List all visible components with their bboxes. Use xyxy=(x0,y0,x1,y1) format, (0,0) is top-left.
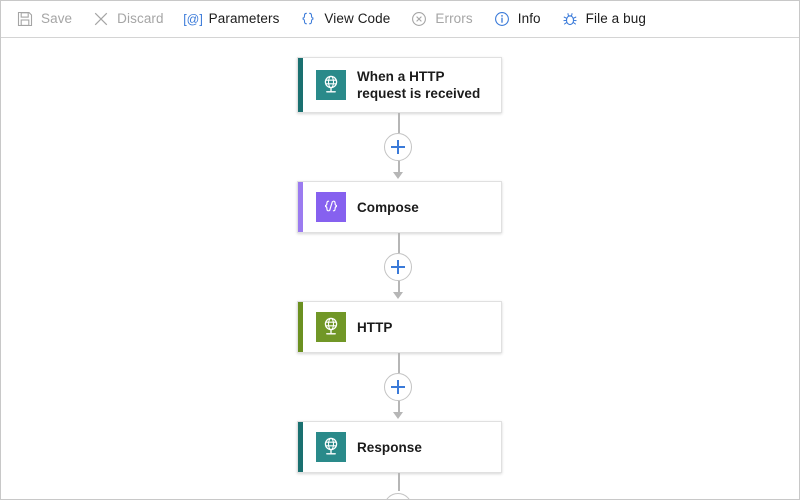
at-bracket-icon: [@] xyxy=(183,9,203,29)
curly-braces-icon xyxy=(298,9,318,29)
toolbar-button-label: File a bug xyxy=(585,11,646,27)
toolbar-button-label: Parameters xyxy=(208,11,280,27)
compose-icon xyxy=(316,192,346,222)
toolbar-button-discard: Discard xyxy=(87,5,172,33)
toolbar-button-label: Errors xyxy=(435,11,473,27)
error-circle-icon xyxy=(409,9,429,29)
discard-x-icon xyxy=(91,9,111,29)
http-globe-icon xyxy=(316,70,346,100)
action-card-color-strip xyxy=(298,422,303,472)
toolbar-button-parameters[interactable]: [@] Parameters xyxy=(179,5,289,33)
action-card-color-strip xyxy=(298,182,303,232)
action-card-title: HTTP xyxy=(357,319,393,335)
connector-line xyxy=(398,281,400,294)
action-card-color-strip xyxy=(298,58,303,112)
toolbar-button-save: Save xyxy=(11,5,81,33)
connector-arrowhead-icon xyxy=(393,292,403,299)
connector-line xyxy=(398,161,400,174)
action-card-http[interactable]: HTTP xyxy=(297,301,502,353)
save-icon xyxy=(15,9,35,29)
connector-line xyxy=(398,473,400,491)
toolbar-button-errors: Errors xyxy=(405,5,481,33)
add-step-plus-button[interactable] xyxy=(384,253,412,281)
toolbar-button-filebug[interactable]: File a bug xyxy=(556,5,655,33)
action-card-color-strip xyxy=(298,302,303,352)
connector-line xyxy=(398,113,400,133)
action-card-title: Compose xyxy=(357,199,419,215)
connector-line xyxy=(398,233,400,253)
action-card-title: Response xyxy=(357,439,422,455)
connector-add-step-2 xyxy=(297,233,502,301)
connector-add-step-3 xyxy=(297,353,502,421)
connector-arrowhead-icon xyxy=(393,412,403,419)
connector-arrowhead-icon xyxy=(393,172,403,179)
add-step-plus-button[interactable] xyxy=(384,133,412,161)
toolbar-button-label: Discard xyxy=(117,11,164,27)
svg-text:[@]: [@] xyxy=(184,12,202,26)
add-step-plus-button[interactable] xyxy=(384,493,412,499)
toolbar-button-viewcode[interactable]: View Code xyxy=(294,5,399,33)
toolbar-button-info[interactable]: Info xyxy=(488,5,550,33)
connector-line xyxy=(398,353,400,373)
toolbar-button-label: View Code xyxy=(324,11,391,27)
action-card-title: When a HTTP request is received xyxy=(357,69,481,101)
http-globe-icon xyxy=(316,312,346,342)
http-globe-icon xyxy=(316,432,346,462)
toolbar-button-label: Save xyxy=(41,11,73,27)
action-card-trigger[interactable]: When a HTTP request is received xyxy=(297,57,502,113)
connector-add-step-4 xyxy=(297,473,502,499)
connector-add-step-1 xyxy=(297,113,502,181)
add-step-plus-button[interactable] xyxy=(384,373,412,401)
action-card-compose[interactable]: Compose xyxy=(297,181,502,233)
action-card-response[interactable]: Response xyxy=(297,421,502,473)
info-circle-icon xyxy=(492,9,512,29)
bug-icon xyxy=(560,9,580,29)
connector-line xyxy=(398,401,400,414)
toolbar-button-label: Info xyxy=(517,11,541,27)
designer-toolbar: Save Discard [@] Parameters View Code Errors I… xyxy=(1,1,799,38)
